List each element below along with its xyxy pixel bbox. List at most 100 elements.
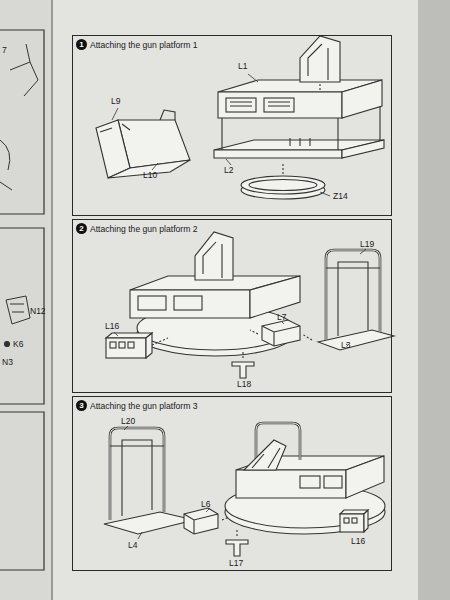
part-l7-l18-2-stroke — [262, 326, 300, 346]
part-l6-l17-3-stroke — [184, 508, 218, 534]
step-title: Attaching the gun platform 1 — [90, 40, 198, 50]
turret-assembly-2-stroke — [130, 290, 250, 318]
part-l16-box-3-stroke — [364, 510, 368, 532]
turret-assembly-2-stroke — [195, 232, 233, 280]
turret-assembly-3-stroke — [300, 476, 320, 488]
part-l2-base-stroke — [290, 138, 310, 146]
part-l7-l18-2-stroke — [250, 330, 258, 334]
part-l1-housing-stroke — [230, 102, 290, 106]
part-l1-housing-stroke — [342, 80, 382, 118]
part-label: L7 — [277, 313, 286, 322]
part-l1-housing-stroke — [308, 44, 328, 80]
left-page-fragments-stroke — [10, 44, 38, 96]
turret-assembly-3-stroke — [346, 456, 384, 498]
part-label: L9 — [111, 97, 120, 106]
part-l19-l3-frame-stroke — [326, 250, 380, 340]
step-heading: 1Attaching the gun platform 1 — [73, 36, 391, 50]
left-page-fragments — [0, 30, 44, 570]
part-l16-box-2-stroke — [119, 342, 125, 348]
part-label: L19 — [360, 240, 374, 249]
page-ground-stroke — [0, 0, 52, 600]
part-l7-l18-2-stroke — [232, 362, 254, 378]
part-l19-l3-frame — [302, 250, 394, 350]
left-page-fragments-stroke — [5, 342, 10, 347]
left-page-fragments-stroke — [0, 140, 12, 190]
part-l16-box-2-stroke — [110, 342, 116, 348]
leader-lines-1 — [112, 74, 330, 196]
left-page-fragments-stroke — [0, 30, 44, 214]
left-page-fragments-stroke — [0, 228, 44, 404]
part-l1-housing — [218, 36, 382, 118]
part-label: L18 — [237, 380, 251, 389]
leader-lines-1-stroke — [112, 74, 330, 196]
part-l1-housing-stroke — [300, 36, 340, 82]
step-title: Attaching the gun platform 3 — [90, 401, 198, 411]
part-l6-l17-3-stroke — [236, 528, 237, 536]
part-label: L4 — [128, 541, 137, 550]
part-l19-l3-frame-stroke — [326, 262, 380, 336]
part-l9-l10-bracket — [96, 110, 190, 178]
page-ground-stroke — [52, 0, 418, 600]
step-number: 3 — [76, 400, 87, 411]
part-l19-l3-frame-stroke — [326, 250, 380, 340]
part-l2-base-stroke — [342, 140, 384, 158]
part-label: L16 — [351, 537, 365, 546]
part-l16-box-2-stroke — [146, 333, 152, 358]
turret-assembly-2-stroke — [203, 242, 222, 278]
part-z14-ring-stroke — [282, 162, 283, 174]
part-l9-l10-bracket-stroke — [160, 110, 175, 120]
step-number: 2 — [76, 223, 87, 234]
part-l16-box-2-stroke — [106, 338, 146, 358]
leader-lines-2 — [114, 249, 366, 346]
part-l16-box-3-stroke — [340, 510, 368, 514]
part-l2-base-stroke — [214, 150, 342, 158]
page-ground-stroke — [51, 0, 53, 600]
part-l16-box-3-stroke — [352, 518, 357, 523]
part-l16-box-2-stroke — [128, 342, 134, 348]
turret-assembly-2-stroke — [250, 276, 300, 318]
step-panel: 3Attaching the gun platform 3 — [72, 396, 392, 571]
turret-assembly-3-stroke — [324, 476, 342, 488]
part-label: L2 — [224, 166, 233, 175]
part-l9-l10-bracket-stroke — [100, 124, 130, 132]
turret-assembly-3-stroke — [236, 470, 346, 498]
part-l6-l17-3-stroke — [184, 514, 218, 534]
page-ground-stroke — [418, 0, 450, 600]
turret-assembly-3-stroke — [244, 440, 286, 470]
part-l16-box-3-stroke — [340, 514, 364, 532]
part-l20-l4-frame-stroke — [110, 428, 164, 520]
turret-assembly-2-stroke — [174, 296, 202, 310]
part-l16-box-3-stroke — [344, 518, 349, 523]
leader-lines-2-stroke — [114, 249, 366, 346]
part-l7-l18-2-stroke — [262, 320, 300, 346]
left-page-fragments-stroke — [0, 412, 44, 570]
part-l6-l17-3-stroke — [226, 540, 248, 556]
part-l20-l4-frame-stroke — [104, 512, 194, 534]
part-label: L10 — [143, 171, 157, 180]
part-label: Z14 — [333, 192, 348, 201]
part-l19-l3-frame-stroke — [302, 334, 312, 340]
part-l7-l18-2 — [232, 320, 300, 378]
part-label: L16 — [105, 322, 119, 331]
part-l16-box-3 — [340, 510, 368, 532]
part-l16-box-2 — [106, 333, 168, 358]
step-heading: 3Attaching the gun platform 3 — [73, 397, 391, 411]
part-l1-housing-stroke — [319, 84, 320, 90]
part-z14-ring-stroke — [241, 176, 325, 194]
part-label: L3 — [341, 341, 350, 350]
part-l1-housing-stroke — [218, 92, 342, 118]
part-l16-box-2-stroke — [152, 338, 168, 345]
step-title: Attaching the gun platform 2 — [90, 224, 198, 234]
turret-assembly-2 — [130, 232, 300, 356]
part-z14-ring — [241, 162, 325, 199]
turret-assembly-3-stroke — [252, 448, 280, 468]
part-label: 7 — [2, 46, 7, 55]
part-l1-housing-stroke — [264, 98, 294, 112]
part-label: L1 — [238, 62, 247, 71]
part-l20-l4-frame-stroke — [110, 428, 164, 520]
left-page-fragments-stroke — [6, 296, 30, 324]
turret-assembly-2-stroke — [138, 296, 166, 310]
part-l7-l18-2-stroke — [242, 350, 243, 358]
